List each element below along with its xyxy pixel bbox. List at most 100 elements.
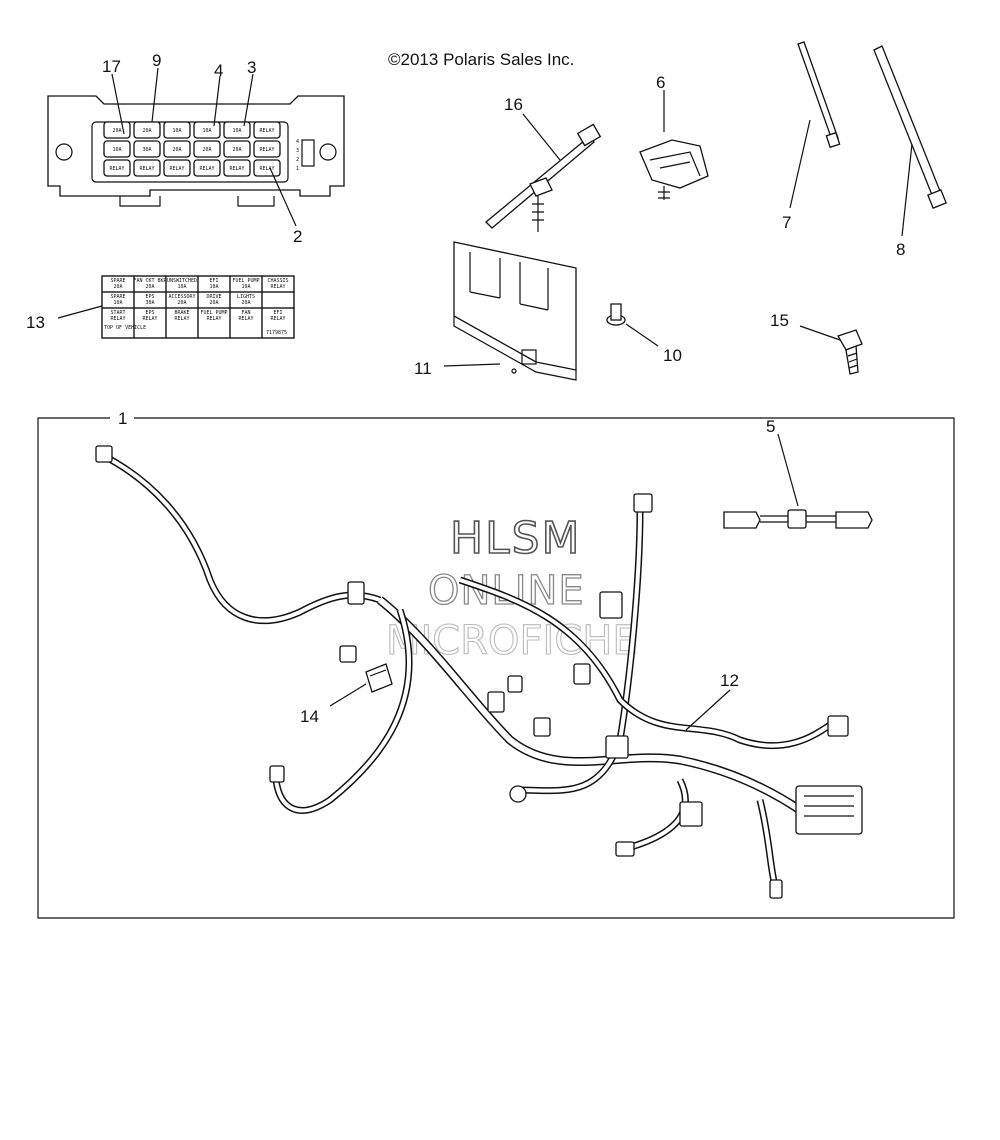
fuse-slot-label: RELAY <box>169 166 184 172</box>
fuse-slot <box>133 121 161 139</box>
relay-bracket[interactable] <box>453 241 577 381</box>
fuse-slot <box>163 159 191 177</box>
fuse-slot-label: 10A <box>232 128 241 134</box>
fuse-label-text: 20A <box>113 284 122 290</box>
callout-17: 17 <box>102 57 121 76</box>
fuse-slot <box>223 159 251 177</box>
fuse-label-text: 20A <box>145 284 154 290</box>
fuse-slot-label: RELAY <box>139 166 154 172</box>
side-number-1: 1 <box>296 166 299 172</box>
fuse-slot-label: 20A <box>172 147 181 153</box>
fuse-label-text: EFI <box>273 310 282 316</box>
watermark-line-2: ONLINE <box>428 568 585 614</box>
fuse-slot-label: 20A <box>112 128 121 134</box>
fuse-label-text: DRIVE <box>206 294 221 300</box>
fuse-label-text: FUEL PUMP <box>232 278 259 284</box>
cable-tie-large[interactable] <box>873 45 947 209</box>
fuse-slot <box>103 140 131 158</box>
fuse-label-text: RELAY <box>174 316 189 322</box>
fuse-label-text: RELAY <box>270 284 285 290</box>
fuse-slot <box>253 121 281 139</box>
fuse-label-text: FUEL PUMP <box>200 310 227 316</box>
fuse-slot-label: 30A <box>142 147 151 153</box>
fuse-label-text: BRAKE <box>174 310 189 316</box>
fuse-slot-label: 10A <box>112 147 121 153</box>
fuse-label-text: SPARE <box>110 278 125 284</box>
fuse-slot <box>253 140 281 158</box>
fuse-label-text: 20A <box>209 300 218 306</box>
fuse-label-text: EPS <box>145 294 154 300</box>
fuse-label-text: RELAY <box>238 316 253 322</box>
callout-16: 16 <box>504 95 523 114</box>
label-orientation-note: TOP OF VEHICLE <box>104 325 146 331</box>
callout-3: 3 <box>247 58 256 77</box>
watermark-line-1: HLSM <box>450 513 582 564</box>
fuse-label-cell <box>261 307 295 339</box>
fuse-slot-label: RELAY <box>259 166 274 172</box>
callout-13: 13 <box>26 313 45 332</box>
fuse-slot <box>223 140 251 158</box>
callout-4: 4 <box>214 61 223 80</box>
fuse-slot-label: RELAY <box>259 128 274 134</box>
screw[interactable] <box>837 329 863 375</box>
fuse-slot-label: RELAY <box>229 166 244 172</box>
fuse-label-text: FAN <box>241 310 250 316</box>
callout-9: 9 <box>152 51 161 70</box>
fuse-label-text: EFI <box>209 278 218 284</box>
cable-tie-small[interactable] <box>797 41 841 149</box>
fuse-slot <box>193 121 221 139</box>
callout-8: 8 <box>896 240 905 259</box>
callout-15: 15 <box>770 311 789 330</box>
callout-6: 6 <box>656 73 665 92</box>
assembly-frame <box>37 417 955 919</box>
callout-11: 11 <box>414 359 432 378</box>
fuse-slot <box>193 159 221 177</box>
fuse-slot-label: RELAY <box>259 147 274 153</box>
fuse-slot-label: RELAY <box>199 166 214 172</box>
fuse-label-text: RELAY <box>206 316 221 322</box>
connector-clip[interactable] <box>639 139 709 200</box>
fuse-label-text: START <box>110 310 125 316</box>
fuse-label-text: FAN CKT BKR <box>133 278 167 284</box>
fuse-label-text: 30A <box>145 300 154 306</box>
fuse-label-text: EPS <box>145 310 154 316</box>
fuse-slot <box>133 159 161 177</box>
fuse-slot <box>133 140 161 158</box>
fuse-label-cell <box>261 291 295 309</box>
callout-1: 1 <box>118 409 127 428</box>
main-wiring-harness[interactable] <box>95 445 863 899</box>
fuse-slot <box>163 121 191 139</box>
fuse-slot <box>223 121 251 139</box>
callout-10: 10 <box>663 346 682 365</box>
fuse-slot-label: 10A <box>202 128 211 134</box>
fuse-label-text: RELAY <box>142 316 157 322</box>
fuse-slot <box>253 159 281 177</box>
fuse-label-text: ACCESSORY <box>168 294 195 300</box>
inline-fuse-wire[interactable] <box>723 509 873 529</box>
side-number-3: 3 <box>296 148 299 154</box>
fuse-label-text: 10A <box>177 284 186 290</box>
connector-lock[interactable] <box>365 663 393 693</box>
fuse-label-text: RELAY <box>270 316 285 322</box>
fuse-slot <box>163 140 191 158</box>
side-number-2: 2 <box>296 157 299 163</box>
fuse-slot <box>103 159 131 177</box>
copyright-notice: ©2013 Polaris Sales Inc. <box>388 50 575 69</box>
fuse-label-text: UNSWITCHED <box>167 278 197 284</box>
push-rivet[interactable] <box>606 303 626 326</box>
fuse-label-text: SPARE <box>110 294 125 300</box>
fuse-label-text: RELAY <box>110 316 125 322</box>
fuse-label-text: 10A <box>209 284 218 290</box>
label-part-code: 7179875 <box>266 330 287 336</box>
callout-7: 7 <box>782 213 791 232</box>
callout-5: 5 <box>766 417 775 436</box>
fuse-label-text: 10A <box>241 284 250 290</box>
fuse-label-text: 20A <box>177 300 186 306</box>
cable-tie-push-mount[interactable] <box>485 123 602 232</box>
fuse-slot-label: 20A <box>142 128 151 134</box>
